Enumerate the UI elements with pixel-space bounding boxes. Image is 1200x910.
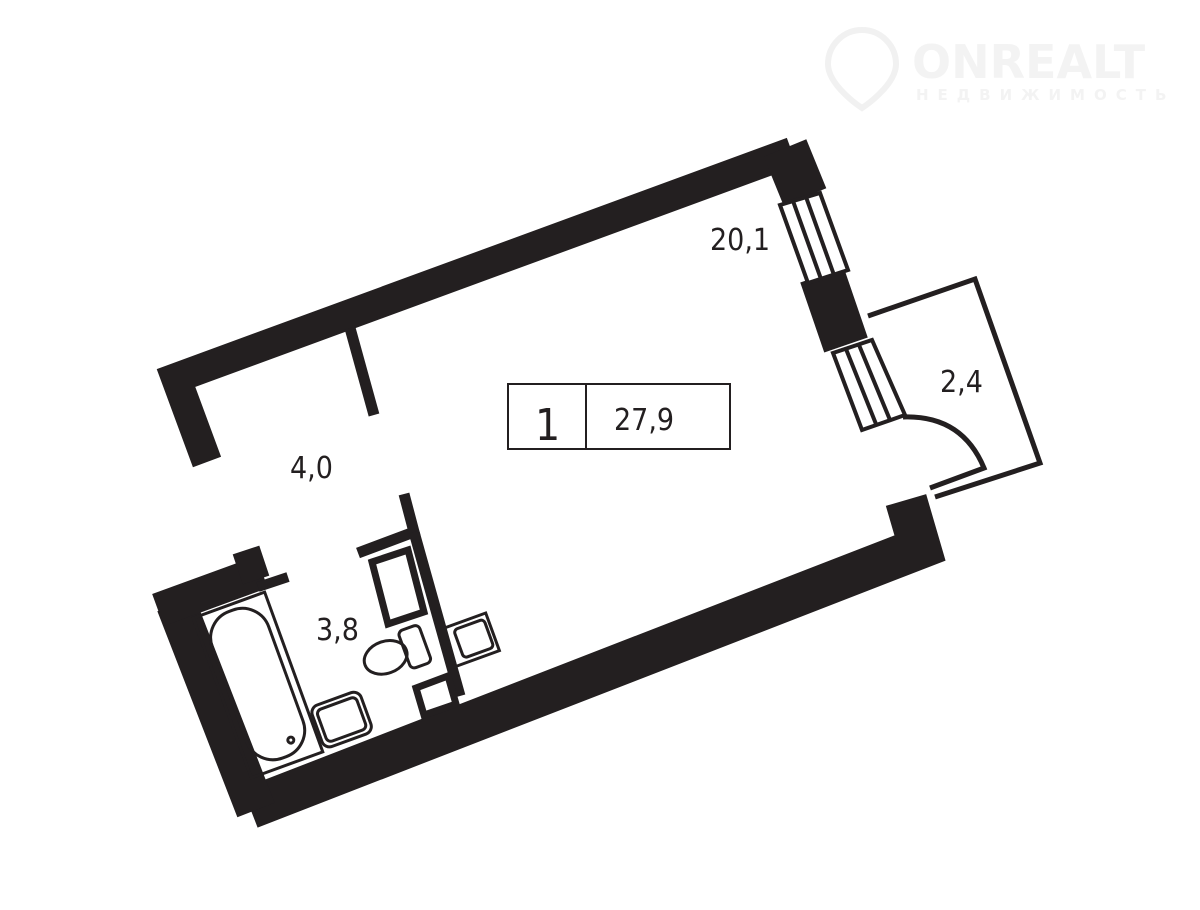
area-bathroom: 3,8 [316, 613, 359, 648]
balcony [867, 275, 1044, 500]
fixtures [191, 590, 502, 780]
partition-wall [344, 326, 380, 417]
kitchen-sink-outer [438, 611, 502, 669]
bathtub-outer [191, 590, 325, 780]
bathroom-partition [408, 530, 466, 698]
area-hallway: 4,0 [290, 451, 333, 486]
shaft [367, 545, 429, 629]
walls [152, 137, 946, 828]
bathtub-drain [286, 735, 296, 745]
total-area: 27,9 [614, 403, 674, 438]
kitchen-sink [438, 611, 502, 669]
bottom-wall [242, 494, 946, 828]
logo-watermark: ONREALT НЕДВИЖИМОСТЬ [824, 26, 1175, 112]
window-pane-line [791, 200, 823, 280]
window-lower [830, 337, 908, 433]
wall-stub [256, 572, 290, 592]
bathtub [191, 590, 325, 780]
toilet-bowl [362, 639, 409, 676]
bathtub-inner [209, 606, 307, 762]
balcony-door-arc[interactable] [902, 414, 988, 491]
window-pane-line [857, 344, 892, 421]
sink-inner [315, 696, 368, 743]
balcony-outline [867, 275, 1044, 500]
toilet-tank [397, 624, 433, 670]
area-living-room: 20,1 [710, 223, 770, 258]
kitchen-sink-inner [453, 618, 495, 659]
bathroom-partition-top [356, 492, 421, 559]
summary-box: 1 27,9 [507, 383, 731, 451]
shaft-small [411, 671, 461, 720]
toilet [362, 624, 433, 676]
sink [310, 690, 373, 749]
logo-name: ONREALT [912, 35, 1146, 89]
windows [777, 190, 908, 433]
window-pane-line [844, 348, 878, 425]
right-wall-middle [800, 267, 868, 353]
window-upper [777, 190, 851, 286]
bathroom-left-wall [157, 596, 275, 818]
right-wall-upper [763, 139, 827, 206]
window-pane-line [804, 196, 836, 276]
home-pin-icon [824, 26, 900, 112]
top-wall [156, 137, 798, 468]
rooms-count: 1 [535, 400, 560, 451]
area-balcony: 2,4 [940, 365, 983, 400]
sink-outer [310, 690, 373, 749]
wall-block [232, 545, 270, 585]
logo-tagline: НЕДВИЖИМОСТЬ [916, 86, 1175, 104]
